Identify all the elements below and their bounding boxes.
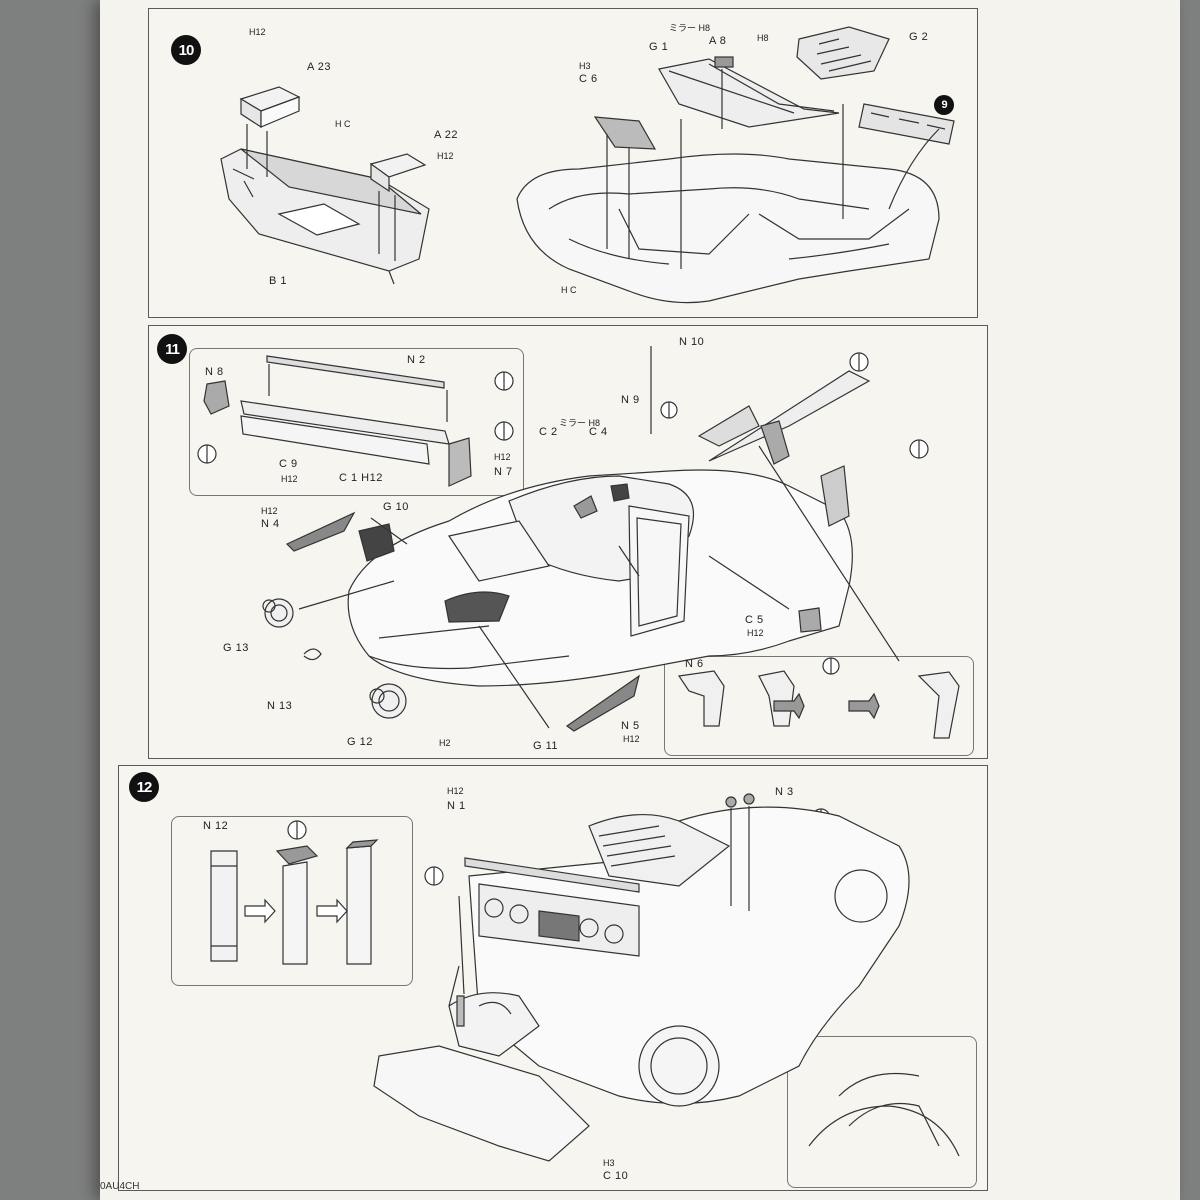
label-h8: H8 <box>757 33 769 43</box>
label-n4: N 4 <box>261 518 280 530</box>
label-b1: B 1 <box>269 275 288 287</box>
label-h12-n7: H12 <box>494 452 511 462</box>
label-n5: N 5 <box>621 720 640 732</box>
n6-folding-inset <box>664 656 974 756</box>
label-mirror-h8-11: ミラー H8 <box>559 418 601 428</box>
label-c6: C 6 <box>579 73 598 85</box>
step-number-12: 12 <box>129 772 159 802</box>
step-10-artwork <box>220 26 955 304</box>
label-n12: N 12 <box>203 820 229 832</box>
label-h12-c9: H12 <box>281 474 298 484</box>
detail-inset <box>787 1036 977 1188</box>
label-h3: H3 <box>579 61 591 71</box>
step-10-panel: 10 H12 A 23 H C A 22 H12 B 1 ミラー H8 A 8 … <box>148 8 978 318</box>
label-a8: A 8 <box>709 35 727 47</box>
label-g12: G 12 <box>347 736 373 748</box>
label-c1: C 1 H12 <box>339 472 383 484</box>
label-g1: G 1 <box>649 41 669 53</box>
label-n10: N 10 <box>679 336 705 348</box>
step-11-panel: 11 N 10 N 8 N 2 C 9 H12 C 1 H12 H12 N 7 … <box>148 325 988 759</box>
label-n9: N 9 <box>621 394 640 406</box>
callout-9: 9 <box>934 95 954 115</box>
label-g10: G 10 <box>383 501 409 513</box>
step-12-artwork <box>210 793 960 1162</box>
label-c2: C 2 <box>539 426 558 438</box>
step-number-11: 11 <box>157 334 187 364</box>
label-h2: H2 <box>439 738 451 748</box>
label-a23: A 23 <box>307 61 332 73</box>
label-hc-bottom: H C <box>561 285 577 295</box>
label-c9: C 9 <box>279 458 298 470</box>
label-g2: G 2 <box>909 31 929 43</box>
label-g13: G 13 <box>223 642 249 654</box>
label-h12-c5: H12 <box>747 628 764 638</box>
footer-code: 0AU4CH <box>100 1181 140 1192</box>
step-12-panel: 12 N 12 H12 N 1 N 3 H3 C 10 <box>118 765 988 1191</box>
label-n13: N 13 <box>267 700 293 712</box>
label-c10: C 10 <box>603 1170 629 1182</box>
label-h12-a23: H12 <box>249 27 266 37</box>
label-h3-c10: H3 <box>603 1158 615 1168</box>
label-mirror-h8: ミラー H8 <box>669 23 711 33</box>
n12-folding-inset <box>171 816 413 986</box>
label-h12-a22: H12 <box>437 151 454 161</box>
step-11-artwork <box>197 346 960 739</box>
label-a22: A 22 <box>434 129 459 141</box>
label-n3: N 3 <box>775 786 794 798</box>
label-hc-top: H C <box>335 119 351 129</box>
label-c5: C 5 <box>745 614 764 626</box>
rear-wing-inset <box>189 348 524 496</box>
label-h12-n5: H12 <box>623 734 640 744</box>
label-n7: N 7 <box>494 466 513 478</box>
label-h12-n4: H12 <box>261 506 278 516</box>
label-n6: N 6 <box>685 658 704 670</box>
label-c4: C 4 <box>589 426 608 438</box>
label-g11: G 11 <box>533 740 559 752</box>
label-n1: N 1 <box>447 800 466 812</box>
step-number-10: 10 <box>171 35 201 65</box>
label-h12-n1: H12 <box>447 786 464 796</box>
label-n2: N 2 <box>407 354 426 366</box>
label-n8: N 8 <box>205 366 224 378</box>
